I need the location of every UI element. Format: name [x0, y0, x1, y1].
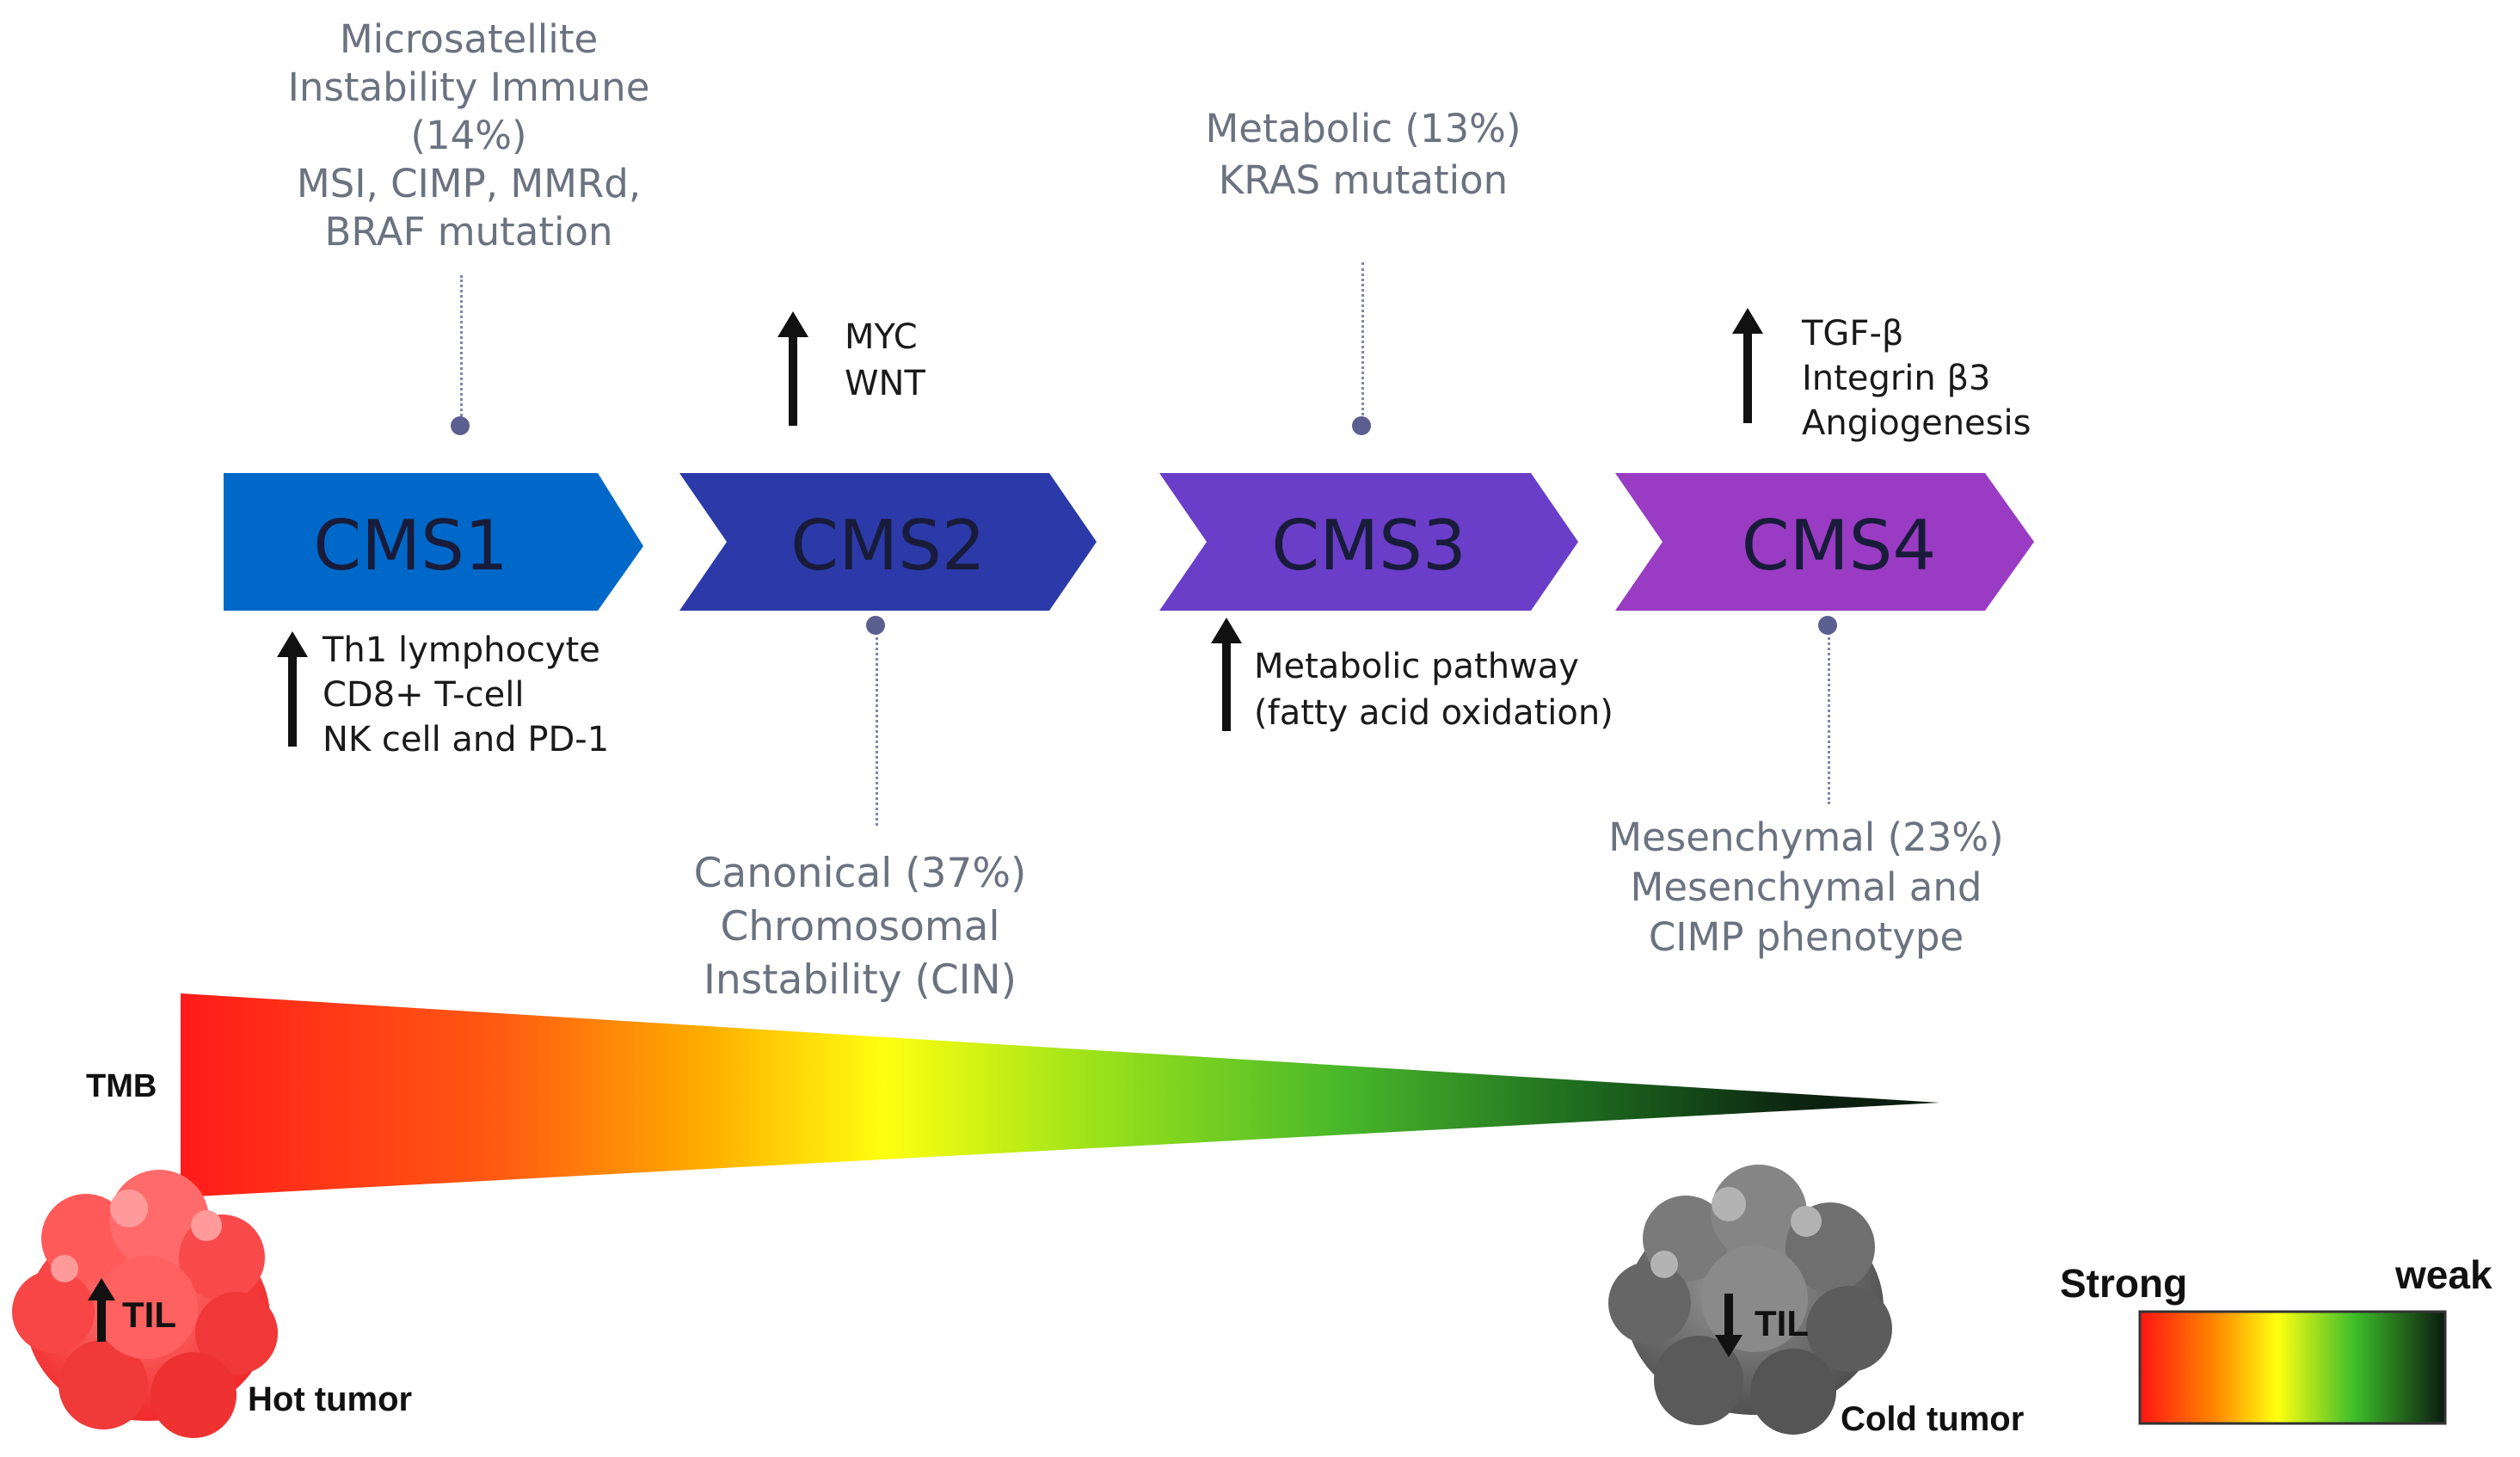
tmb-label: TMB — [86, 1068, 157, 1104]
text-line: MSI, CIMP, MMRd, — [296, 161, 642, 206]
cms1-chevron — [224, 473, 643, 611]
text-line: CD8+ T-cell — [323, 675, 525, 715]
text-line: CIMP phenotype — [1648, 914, 1964, 960]
cms2-label: CMS2 — [790, 506, 986, 586]
text-line: Mesenchymal and — [1630, 864, 1982, 910]
text-line: NK cell and PD-1 — [323, 720, 610, 759]
text-line: TGF-β — [1802, 314, 1904, 353]
text-line: WNT — [845, 364, 925, 403]
cms3-connector — [1361, 262, 1364, 421]
up-arrow-icon — [1732, 308, 1763, 423]
text-line: KRAS mutation — [1218, 157, 1509, 203]
cms2-chevron — [679, 473, 1097, 611]
cold-tumor-til-label: TIL — [1755, 1303, 1809, 1343]
text-line: Integrin β3 — [1802, 359, 1991, 398]
cms4-label: CMS4 — [1741, 506, 1937, 586]
text-line: BRAF mutation — [324, 209, 613, 255]
text-line: Th1 lymphocyte — [323, 630, 600, 670]
text-line: (fatty acid oxidation) — [1254, 693, 1613, 733]
up-arrow-icon — [88, 1278, 115, 1342]
text-line: (14%) — [410, 113, 527, 158]
cms4-chevron — [1615, 473, 2034, 611]
cold-tumor-label: Cold tumor — [1841, 1400, 2025, 1438]
text-line: Microsatellite — [339, 16, 599, 62]
cms1-connector — [460, 275, 463, 421]
text-line: Chromosomal — [720, 903, 1000, 950]
up-arrow-icon — [277, 631, 308, 747]
cms4-connector — [1828, 628, 1830, 804]
cms1-label: CMS1 — [313, 506, 508, 586]
cms1-connector-dot — [451, 416, 470, 435]
hot-tumor-til-label: TIL — [122, 1294, 176, 1335]
legend-strong-label: Strong — [2060, 1261, 2188, 1306]
cold-tumor-icon — [1608, 1165, 1892, 1435]
cms3-label: CMS3 — [1271, 506, 1466, 586]
cms4-subtype-description: Mesenchymal (23%) Mesenchymal and CIMP p… — [1574, 813, 2038, 962]
cms3-subtype-description: Metabolic (13%) KRAS mutation — [1152, 103, 1574, 206]
down-arrow-icon — [1715, 1294, 1742, 1357]
text-line: Metabolic (13%) — [1205, 106, 1521, 151]
legend-gradient-bar — [2138, 1310, 2447, 1425]
text-line: Mesenchymal (23%) — [1608, 815, 2004, 860]
text-line: Metabolic pathway — [1254, 647, 1579, 686]
tmb-gradient-wedge — [181, 993, 1939, 1197]
hot-tumor-label: Hot tumor — [248, 1380, 413, 1418]
cms4-upregulated-list: TGF-β Integrin β3 Angiogenesis — [1802, 311, 2031, 446]
text-line: Canonical (37%) — [693, 850, 1027, 897]
cms3-connector-dot — [1352, 416, 1371, 435]
cms2-connector — [876, 628, 878, 826]
cms2-subtype-description: Canonical (37%) Chromosomal Instability … — [636, 847, 1084, 1007]
hot-tumor-icon — [12, 1170, 278, 1438]
cms1-subtype-description: Microsatellite Instability Immune (14%) … — [258, 15, 679, 256]
legend-weak-label: weak — [2395, 1252, 2492, 1297]
text-line: Instability Immune — [287, 65, 650, 110]
cms3-chevron — [1159, 473, 1578, 611]
cms3-upregulated-list: Metabolic pathway (fatty acid oxidation) — [1254, 643, 1613, 736]
cms2-upregulated-list: MYC WNT — [845, 314, 925, 407]
cms4-connector-dot — [1818, 616, 1837, 635]
cms2-connector-dot — [866, 616, 885, 635]
up-arrow-icon — [778, 311, 808, 426]
text-line: MYC — [845, 317, 918, 357]
text-line: Instability (CIN) — [703, 956, 1017, 1004]
cms1-upregulated-list: Th1 lymphocyte CD8+ T-cell NK cell and P… — [323, 628, 609, 762]
text-line: Angiogenesis — [1802, 403, 2031, 443]
up-arrow-icon — [1211, 618, 1242, 731]
